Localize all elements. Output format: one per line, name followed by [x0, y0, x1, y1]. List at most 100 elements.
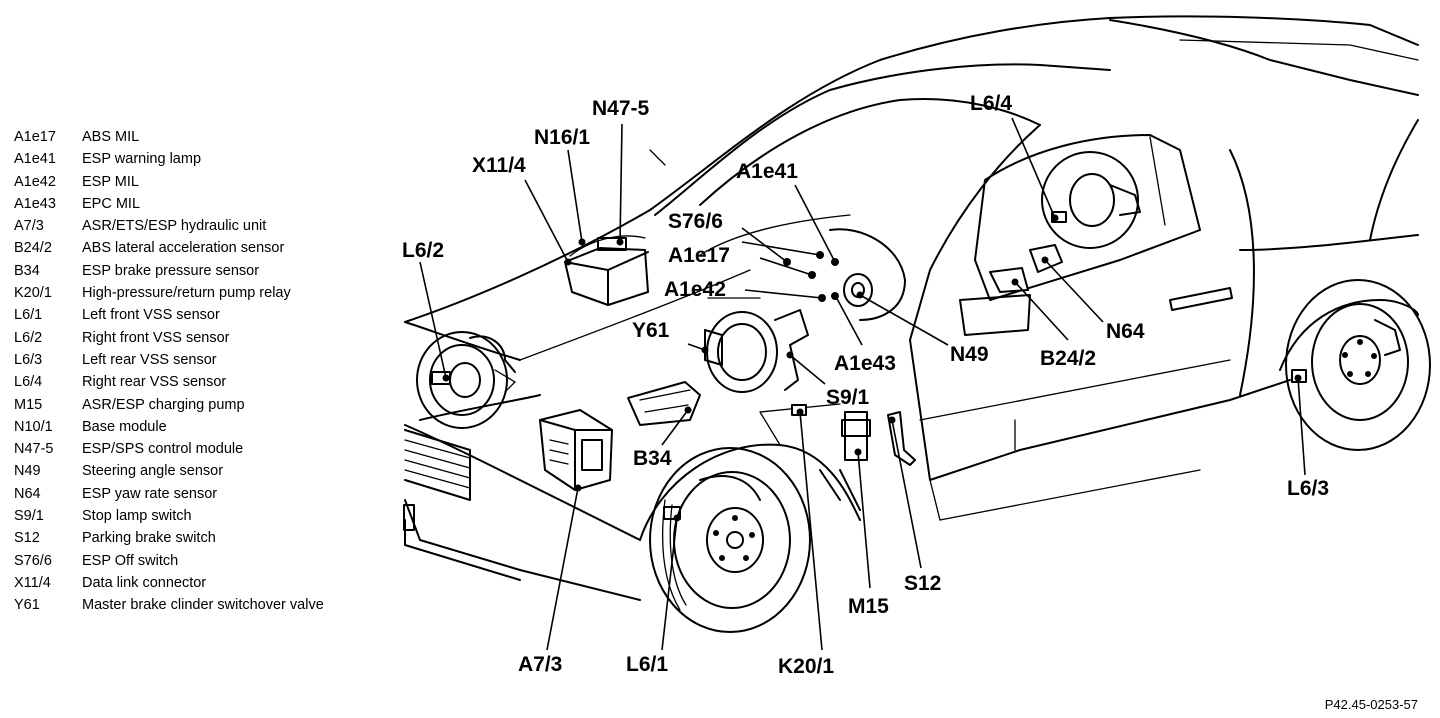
legend-description: ESP brake pressure sensor: [82, 262, 260, 279]
legend-row: L6/2 Right front VSS sensor: [14, 327, 414, 349]
legend-row: B24/2 ABS lateral acceleration sensor: [14, 237, 414, 259]
legend-description: ESP Off switch: [82, 552, 179, 569]
legend-description: ESP MIL: [82, 173, 139, 190]
callout-l6-4: L6/4: [970, 92, 1012, 115]
callout-n64: N64: [1106, 320, 1145, 343]
legend-description: Right rear VSS sensor: [82, 374, 227, 391]
brake-booster: [704, 309, 809, 393]
rear-left-wheel: [1285, 279, 1431, 451]
legend-row: X11/4 Data link connector: [14, 572, 414, 594]
callout-k20-1: K20/1: [778, 655, 834, 678]
callout-m15: M15: [848, 595, 889, 618]
legend-row: L6/1 Left front VSS sensor: [14, 304, 414, 326]
callout-a7-3: A7/3: [518, 653, 562, 676]
rear-right-wheel: [1041, 151, 1141, 249]
front-left-wheel: [649, 447, 811, 633]
callout-a1e17: A1e17: [668, 244, 730, 267]
legend-description: Master brake clinder switchover valve: [82, 597, 324, 614]
control-module-box: [564, 235, 649, 306]
callout-l6-2: L6/2: [402, 239, 444, 262]
legend-row: N47-5 ESP/SPS control module: [14, 438, 414, 460]
pressure-sensor: [627, 381, 701, 426]
legend-code: A1e17: [14, 129, 56, 145]
legend-code: N64: [14, 485, 41, 502]
front-right-wheel: [416, 331, 517, 429]
callout-x11-4: X11/4: [472, 154, 526, 177]
legend-code: L6/2: [14, 329, 43, 346]
legend-description: ESP warning lamp: [82, 151, 202, 168]
legend-code: N10/1: [14, 418, 53, 435]
legend-code: B34: [14, 262, 40, 279]
hydraulic-unit: [539, 409, 613, 491]
legend-code: S12: [14, 530, 40, 547]
callout-y61: Y61: [632, 319, 670, 342]
legend-code: Y61: [14, 597, 40, 614]
legend-row: B34 ESP brake pressure sensor: [14, 260, 414, 282]
legend-description: Parking brake switch: [82, 530, 216, 547]
charging-pump: [841, 411, 871, 461]
legend-code: A1e41: [14, 151, 56, 168]
parking-brake-switch: [887, 411, 916, 466]
steering-sensor: [843, 273, 873, 307]
callout-n49: N49: [950, 343, 989, 366]
legend-row: A1e17 ABS MIL: [14, 126, 414, 148]
callout-a1e41: A1e41: [736, 160, 798, 183]
legend-row: L6/4 Right rear VSS sensor: [14, 371, 414, 393]
legend-row: N49 Steering angle sensor: [14, 460, 414, 482]
callout-s12: S12: [904, 572, 941, 595]
leader-lines: [419, 117, 1306, 651]
legend-code: A1e43: [14, 195, 56, 212]
callout-s76-6: S76/6: [668, 210, 723, 233]
legend-row: A1e41 ESP warning lamp: [14, 148, 414, 170]
figure-reference-code: P42.45-0253-57: [1324, 697, 1418, 712]
legend-code: M15: [14, 396, 43, 413]
legend-code: A7/3: [14, 218, 44, 235]
callout-a1e43: A1e43: [834, 352, 896, 375]
legend-description: Stop lamp switch: [82, 508, 192, 525]
legend-row: N64 ESP yaw rate sensor: [14, 483, 414, 505]
legend-description: Base module: [82, 418, 167, 435]
legend-description: Left rear VSS sensor: [82, 351, 217, 368]
legend-description: Left front VSS sensor: [82, 307, 220, 324]
legend-code: X11/4: [14, 574, 51, 591]
legend-description: Right front VSS sensor: [82, 329, 230, 346]
callout-l6-3: L6/3: [1287, 477, 1329, 500]
legend-description: ESP/SPS control module: [82, 441, 244, 458]
legend-code: N47-5: [14, 441, 54, 458]
legend-row: A1e43 EPC MIL: [14, 193, 414, 215]
legend-row: L6/3 Left rear VSS sensor: [14, 349, 414, 371]
legend-description: Steering angle sensor: [82, 463, 224, 480]
legend-description: ABS MIL: [82, 129, 140, 145]
legend-code: L6/1: [14, 307, 43, 324]
legend-description: EPC MIL: [82, 195, 141, 212]
callout-l6-1: L6/1: [626, 653, 668, 676]
callout-n16-1: N16/1: [534, 126, 590, 149]
legend-row: A7/3 ASR/ETS/ESP hydraulic unit: [14, 215, 414, 237]
legend-code: L6/4: [14, 374, 43, 391]
legend-row: S9/1 Stop lamp switch: [14, 505, 414, 527]
callout-b24-2: B24/2: [1040, 347, 1096, 370]
legend-row: N10/1 Base module: [14, 416, 414, 438]
legend-description: Data link connector: [82, 574, 207, 591]
callout-s9-1: S9/1: [826, 386, 870, 409]
legend-code: N49: [14, 463, 41, 480]
legend-code: L6/3: [14, 351, 43, 368]
legend-code: S76/6: [14, 552, 52, 569]
yaw-sensor: [989, 244, 1063, 293]
legend-code: B24/2: [14, 240, 52, 257]
legend-description: ABS lateral acceleration sensor: [82, 240, 285, 257]
callout-n47-5: N47-5: [592, 97, 650, 120]
legend-description: ESP yaw rate sensor: [82, 485, 218, 502]
legend-code: A1e42: [14, 173, 56, 190]
legend-code: S9/1: [14, 508, 44, 525]
legend-row: S12 Parking brake switch: [14, 527, 414, 549]
legend-description: ASR/ETS/ESP hydraulic unit: [82, 218, 267, 235]
legend-row: A1e42 ESP MIL: [14, 171, 414, 193]
car-body-outline: [403, 15, 1419, 601]
legend-code: K20/1: [14, 285, 52, 302]
callout-a1e42: A1e42: [664, 278, 726, 301]
